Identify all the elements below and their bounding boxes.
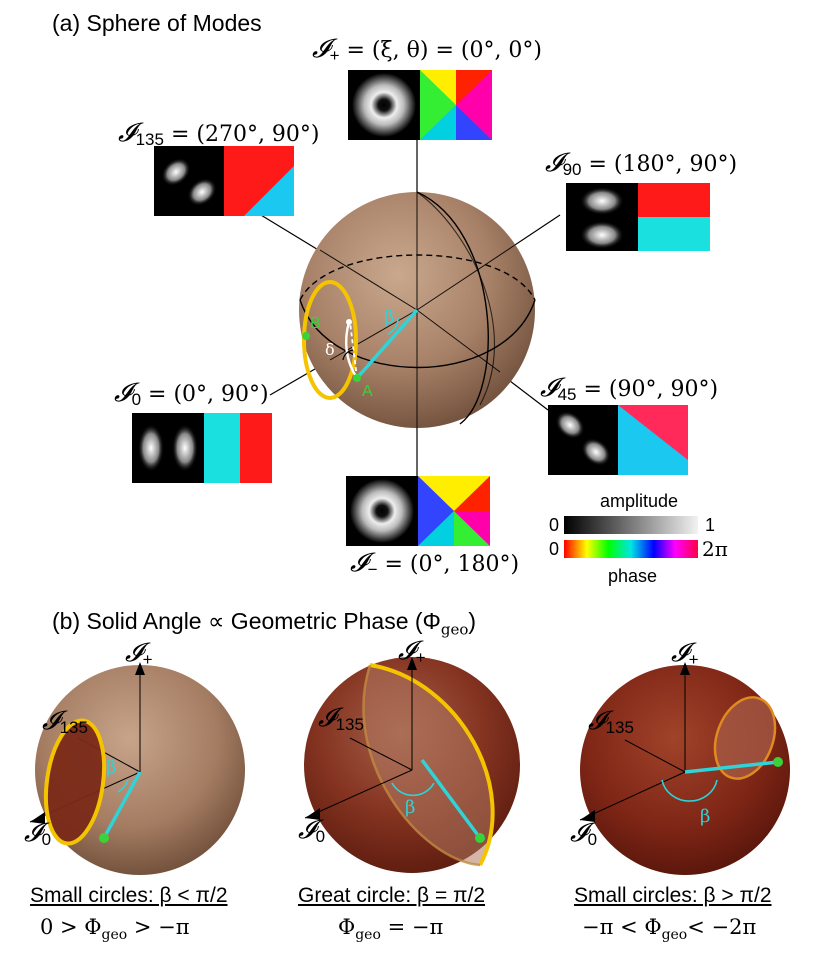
mode-label-90: 𝓘90 = (180°, 90°): [545, 148, 738, 179]
mode-label-135: 𝓘135 = (270°, 90°): [118, 118, 320, 149]
b2-axis-0: 𝓘0: [298, 815, 326, 846]
point-b-label: B: [310, 315, 321, 332]
loop-a: [302, 280, 358, 400]
phase-max: 2π: [702, 537, 728, 561]
case-1-title: Small circles: β < π/2: [30, 884, 228, 907]
case-3-title: Small circles: β > π/2: [574, 884, 772, 907]
amplitude-label: amplitude: [600, 491, 679, 511]
b3-axis-0: 𝓘0: [570, 818, 598, 849]
b3-beta: β: [700, 806, 711, 827]
mode-label-plus: 𝓘+ = (ξ, θ) = (0°, 0°): [312, 34, 543, 65]
case-1-formula: 0 > Φgeo > −π: [40, 915, 190, 944]
sphere-small-circle-lt: [29, 662, 245, 875]
point-a-label: A: [362, 383, 373, 400]
b1-axis-plus: 𝓘+: [125, 638, 153, 669]
phase-label: phase: [608, 566, 658, 586]
mode-label-0: 𝓘0 = (0°, 90°): [114, 378, 269, 409]
b2-beta: β: [405, 797, 416, 818]
panel-b-heading: (b) Solid Angle ∝ Geometric Phase (Φgeo): [52, 608, 477, 639]
b1-axis-0: 𝓘0: [24, 818, 52, 849]
case-2-title: Great circle: β = π/2: [298, 884, 486, 907]
amplitude-max: 1: [705, 515, 716, 535]
b3-axis-135: 𝓘135: [588, 706, 634, 737]
panel-a-heading: (a) Sphere of Modes: [52, 10, 262, 36]
beta-label-a: β: [384, 307, 395, 328]
b3-axis-plus: 𝓘+: [671, 638, 699, 669]
delta-label: δ: [325, 340, 335, 359]
b2-axis-plus: 𝓘+: [398, 636, 426, 667]
case-2-formula: Φgeo = −π: [338, 915, 444, 944]
phase-min: 0: [549, 539, 560, 559]
sphere-great-circle: [304, 657, 520, 873]
b1-axis-135: 𝓘135: [42, 706, 88, 737]
case-3-formula: −π < Φgeo< −2π: [582, 915, 757, 944]
b1-beta: β: [106, 757, 117, 778]
mode-label-45: 𝓘45 = (90°, 90°): [540, 373, 719, 404]
amplitude-min: 0: [549, 515, 560, 535]
sphere-small-circle-gt: [579, 662, 790, 875]
mode-label-minus: 𝓘− = (0°, 180°): [350, 548, 520, 579]
b2-axis-135: 𝓘135: [318, 703, 364, 734]
